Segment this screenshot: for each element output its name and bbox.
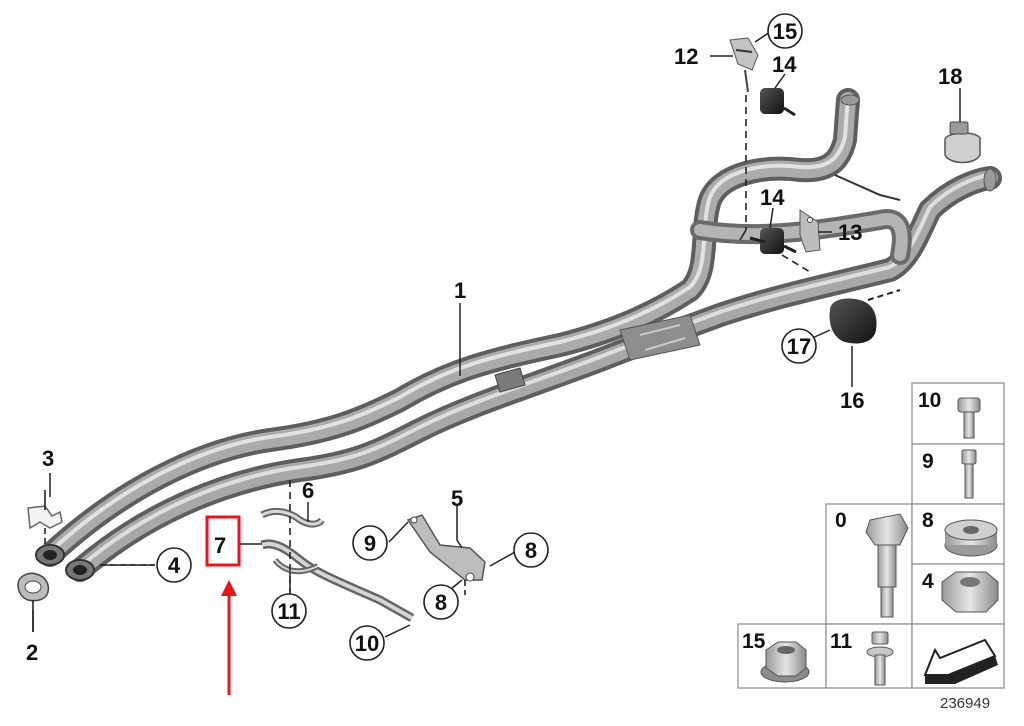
callout-part-11: 11	[271, 593, 307, 629]
callout-part-9: 9	[352, 525, 388, 561]
label-part-3: 3	[42, 446, 54, 471]
hardware-label-15: 15	[742, 630, 766, 653]
label-part-15: 15	[773, 19, 797, 44]
hardware-label-4: 4	[922, 570, 934, 593]
rubber-mount-middle	[749, 228, 797, 254]
hardware-table: 10 9 0 8 4	[737, 382, 1005, 689]
rubber-damper-part-17	[829, 289, 901, 344]
hardware-label-9: 9	[922, 450, 934, 473]
highlighted-part-7: 7	[205, 515, 241, 695]
bracket-part-12	[729, 37, 759, 93]
callout-part-8-lower: 8	[423, 584, 459, 620]
hardware-label-10: 10	[918, 389, 941, 412]
direction-arrow-icon	[923, 638, 998, 684]
bracket-part-6	[260, 507, 415, 622]
hardware-cell-0: 0	[835, 509, 909, 618]
label-part-14-mid: 14	[760, 185, 785, 210]
hardware-cell-8: 8	[922, 509, 998, 557]
highlight-arrow-head	[221, 580, 237, 596]
label-part-9: 9	[364, 531, 376, 556]
assembly-guide-lines	[32, 95, 811, 632]
label-part-2: 2	[26, 640, 38, 665]
label-part-1: 1	[454, 278, 466, 303]
gasket-part-3	[27, 505, 63, 530]
callouts: 1 3 2 5 6 12 13 14 14 16 18 4 9 8 8 11	[26, 13, 962, 695]
callout-part-4: 4	[156, 547, 192, 583]
label-part-10: 10	[355, 631, 379, 656]
bracket-part-13	[799, 209, 821, 253]
clamp-part-18	[944, 121, 981, 164]
callout-part-8-right: 8	[513, 532, 549, 568]
label-part-16: 16	[840, 388, 864, 413]
label-part-18: 18	[938, 64, 962, 89]
label-part-13: 13	[838, 220, 862, 245]
label-part-11: 11	[277, 599, 300, 624]
callout-part-15: 15	[767, 13, 803, 49]
label-part-7: 7	[214, 533, 226, 558]
label-part-8-lower: 8	[435, 590, 447, 615]
label-part-14-top: 14	[772, 52, 797, 77]
hardware-label-8: 8	[922, 509, 934, 532]
hardware-label-11: 11	[830, 630, 853, 653]
label-part-12: 12	[674, 44, 698, 69]
label-part-4: 4	[168, 553, 181, 578]
gasket-part-2	[17, 572, 50, 602]
exhaust-pipe-assembly	[35, 88, 1002, 582]
hardware-cell-4: 4	[922, 570, 999, 613]
callout-part-10: 10	[349, 625, 385, 661]
hardware-cell-10: 10	[918, 389, 981, 439]
label-part-5: 5	[451, 486, 463, 511]
rubber-mount-upper	[760, 88, 796, 117]
hardware-cell-15: 15	[742, 630, 810, 683]
label-part-8-right: 8	[525, 538, 537, 563]
hardware-cell-9: 9	[922, 449, 977, 499]
bracket-part-5	[406, 514, 486, 582]
callout-part-17: 17	[781, 328, 817, 364]
hardware-label-0: 0	[835, 509, 847, 532]
diagram-id: 236949	[940, 695, 990, 712]
label-part-17: 17	[787, 334, 811, 359]
hardware-cell-11: 11	[830, 630, 894, 686]
label-part-6: 6	[302, 478, 314, 503]
